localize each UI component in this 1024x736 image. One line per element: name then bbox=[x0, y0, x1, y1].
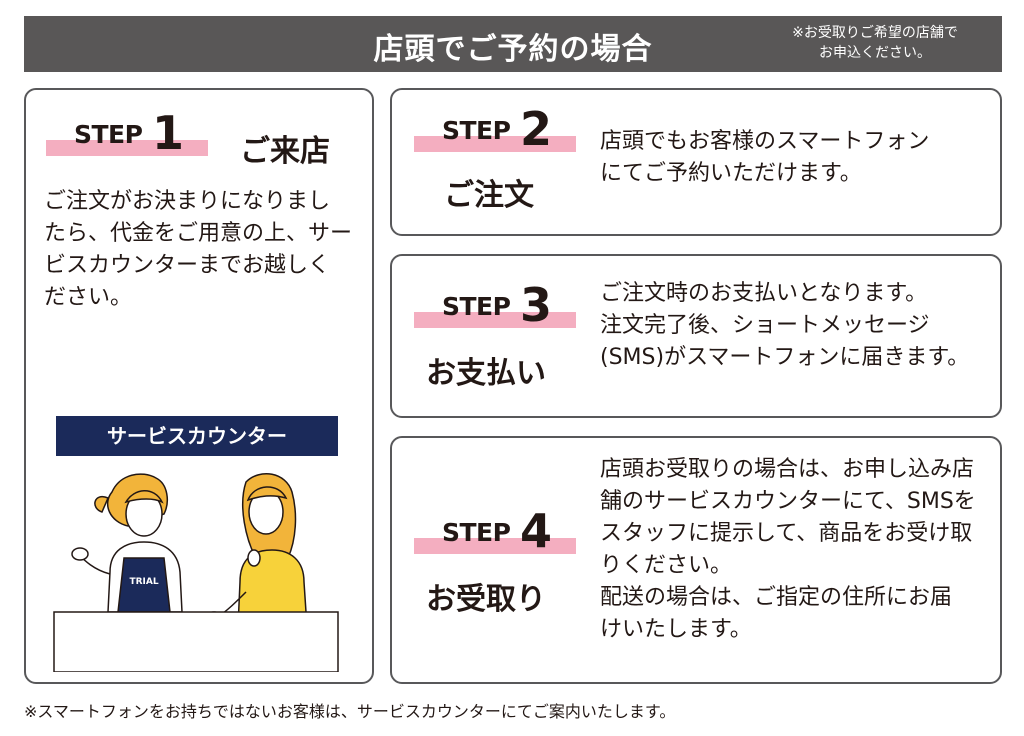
step-2-title: ご注文 bbox=[444, 178, 534, 213]
step-4-title: お受取り bbox=[426, 582, 546, 617]
step-3-card: STEP 3 お支払い ご注文時のお支払いとなります。 注文完了後、ショートメッ… bbox=[390, 254, 1002, 418]
text-line: けいたします。 bbox=[600, 617, 752, 642]
footer-note: ※スマートフォンをお持ちではないお客様は、サービスカウンターにてご案内いたします… bbox=[24, 702, 676, 721]
step-badge-highlight bbox=[414, 136, 576, 152]
step-1-title: ご来店 bbox=[240, 134, 330, 169]
step-number: 2 bbox=[520, 102, 553, 156]
text-line: にてご予約いただけます。 bbox=[600, 161, 862, 186]
step-number: 3 bbox=[520, 278, 553, 332]
text-line: りください。 bbox=[600, 553, 733, 578]
text-line: ご注文時のお支払いとなります。 bbox=[600, 281, 928, 306]
step-word: STEP bbox=[442, 116, 511, 145]
apron-text: TRIAL bbox=[129, 577, 158, 587]
step-word: STEP bbox=[442, 518, 511, 547]
step-2-description: 店頭でもお客様のスマートフォン にてご予約いただけます。 bbox=[600, 126, 929, 190]
step-1-badge: STEP 1 bbox=[46, 106, 208, 162]
step-2-badge: STEP 2 bbox=[414, 102, 576, 158]
service-counter-illustration: TRIAL bbox=[53, 473, 339, 672]
text-line: たら、代金をご用意の上、サー bbox=[44, 221, 353, 246]
header-note-line: お申込ください。 bbox=[819, 45, 931, 61]
header-bar: 店頭でご予約の場合 ※お受取りご希望の店舗で お申込ください。 bbox=[24, 16, 1002, 72]
text-line: 店頭でもお客様のスマートフォン bbox=[600, 129, 930, 154]
text-line: (SMS)がスマートフォンに届きます。 bbox=[600, 345, 970, 370]
step-number: 1 bbox=[152, 106, 185, 160]
text-line: ビスカウンターまでお越しく bbox=[44, 253, 331, 278]
service-counter-label: サービスカウンター bbox=[56, 416, 338, 456]
text-line: 配送の場合は、ご指定の住所にお届 bbox=[600, 585, 953, 610]
counter-desk bbox=[53, 611, 339, 672]
text-line: ご注文がお決まりになりまし bbox=[44, 189, 331, 214]
step-word: STEP bbox=[442, 292, 511, 321]
text-line: スタッフに提示して、商品をお受け取 bbox=[600, 521, 973, 546]
header-note-line: ※お受取りご希望の店舗で bbox=[792, 25, 958, 41]
header-note: ※お受取りご希望の店舗で お申込ください。 bbox=[770, 23, 980, 63]
step-number: 4 bbox=[520, 504, 553, 558]
step-1-card: STEP 1 ご来店 ご注文がお決まりになりまし たら、代金をご用意の上、サー … bbox=[24, 88, 374, 684]
page-title: 店頭でご予約の場合 bbox=[373, 32, 653, 67]
step-3-title: お支払い bbox=[426, 356, 546, 391]
step-4-badge: STEP 4 bbox=[414, 504, 576, 560]
text-line: 注文完了後、ショートメッセージ bbox=[600, 313, 930, 338]
staff-figure: TRIAL bbox=[71, 473, 183, 613]
step-2-card: STEP 2 ご注文 店頭でもお客様のスマートフォン にてご予約いただけます。 bbox=[390, 88, 1002, 236]
step-4-description: 店頭お受取りの場合は、お申し込み店 舗のサービスカウンターにて、SMSを スタッ… bbox=[600, 454, 976, 646]
step-badge-highlight bbox=[46, 140, 208, 156]
step-3-badge: STEP 3 bbox=[414, 278, 576, 334]
text-line: 舗のサービスカウンターにて、SMSを bbox=[600, 489, 976, 514]
step-word: STEP bbox=[74, 120, 143, 149]
customer-figure bbox=[204, 473, 311, 672]
step-badge-highlight bbox=[414, 312, 576, 328]
text-line: ださい。 bbox=[44, 285, 133, 310]
step-1-description: ご注文がお決まりになりまし たら、代金をご用意の上、サー ビスカウンターまでお越… bbox=[44, 186, 352, 314]
step-badge-highlight bbox=[414, 538, 576, 554]
text-line: 店頭お受取りの場合は、お申し込み店 bbox=[600, 457, 975, 482]
step-3-description: ご注文時のお支払いとなります。 注文完了後、ショートメッセージ (SMS)がスマ… bbox=[600, 278, 969, 374]
step-4-card: STEP 4 お受取り 店頭お受取りの場合は、お申し込み店 舗のサービスカウンタ… bbox=[390, 436, 1002, 684]
